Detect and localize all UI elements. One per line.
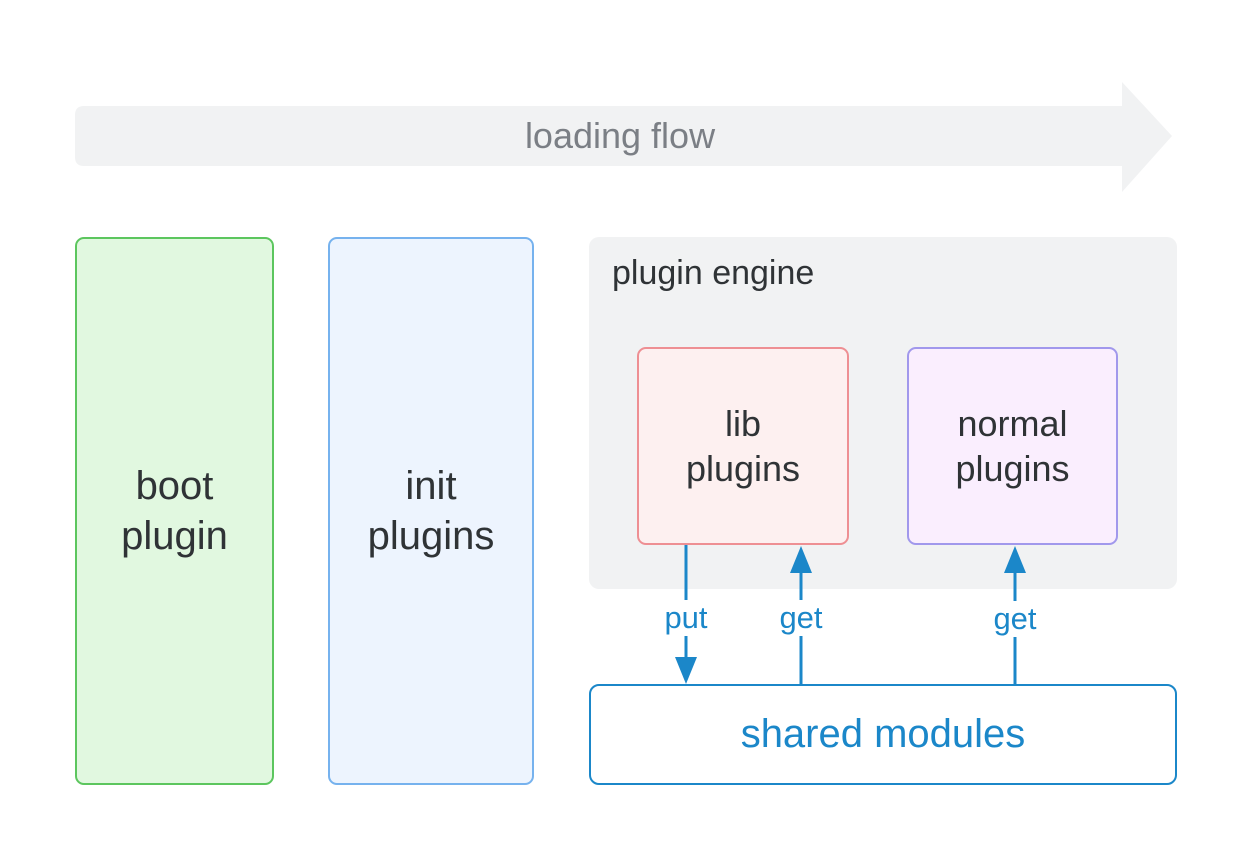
boot-plugin-box: boot plugin — [75, 237, 274, 785]
get-normal-arrowhead — [1004, 546, 1026, 573]
normal-plugins-box: normal plugins — [907, 347, 1118, 545]
loading-flow-arrow-shape — [75, 82, 1172, 192]
boot-plugin-label-line-2: plugin — [121, 514, 228, 558]
lib-plugins-label-line-2: plugins — [685, 448, 801, 489]
init-plugins-label-line-1: init — [405, 464, 457, 508]
get-normal-label: get — [991, 601, 1039, 637]
put-label: put — [662, 600, 710, 636]
normal-plugins-label-line-1: normal — [957, 403, 1068, 444]
boot-plugin-label-line-1: boot — [135, 464, 214, 508]
shared-modules-label: shared modules — [740, 712, 1026, 756]
get-lib-label: get — [777, 600, 825, 636]
shared-modules-box: shared modules — [589, 684, 1177, 785]
normal-plugins-label-line-2: plugins — [955, 448, 1070, 489]
plugin-engine-title: plugin engine — [612, 254, 815, 292]
put-arrowhead — [675, 657, 697, 684]
lib-plugins-box: lib plugins — [637, 347, 849, 545]
lib-plugins-label-line-1: lib — [724, 403, 762, 444]
init-plugins-box: init plugins — [328, 237, 534, 785]
get-lib-arrowhead — [790, 546, 812, 573]
init-plugins-label-line-2: plugins — [367, 514, 495, 558]
loading-flow-label: loading flow — [524, 115, 716, 156]
